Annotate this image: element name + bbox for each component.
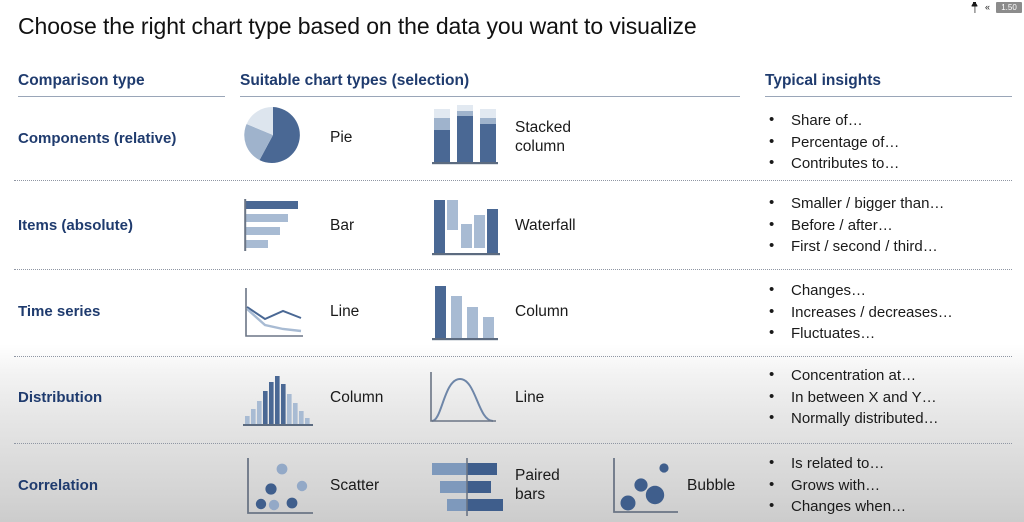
pie-chart-icon: [243, 105, 303, 165]
insights-list-items: Smaller / bigger than… Before / after… F…: [765, 192, 944, 258]
insight-item: Percentage of…: [765, 131, 899, 154]
insight-item: Grows with…: [765, 474, 906, 497]
pin-icon[interactable]: [970, 1, 979, 13]
bar-chart-icon: [243, 198, 305, 254]
chart-name-stacked-column: Stacked column: [515, 119, 572, 155]
column-header-chart-types: Suitable chart types (selection): [240, 72, 740, 97]
chart-name-line-distribution: Line: [515, 389, 545, 406]
bell-curve-chart-icon: [427, 369, 499, 429]
chart-name-column-distribution: Column: [330, 389, 384, 406]
insight-item: Share of…: [765, 109, 899, 132]
insights-list-correlation: Is related to… Grows with… Changes when…: [765, 452, 906, 518]
insight-item: Normally distributed…: [765, 407, 939, 430]
insight-item: Smaller / bigger than…: [765, 192, 944, 215]
insight-item: Fluctuates…: [765, 322, 953, 345]
row-label-distribution: Distribution: [18, 389, 103, 406]
chart-name-bar: Bar: [330, 217, 355, 234]
chart-name-bubble: Bubble: [687, 477, 736, 494]
paired-bars-chart-icon: [428, 458, 506, 516]
insight-item: Changes when…: [765, 495, 906, 518]
row-label-components: Components (relative): [18, 130, 177, 147]
stacked-column-chart-icon: [432, 101, 498, 167]
chart-name-column-timeseries: Column: [515, 303, 569, 320]
chart-name-pie: Pie: [330, 129, 353, 146]
histogram-chart-icon: [243, 371, 313, 429]
insight-item: Concentration at…: [765, 364, 939, 387]
insights-list-components: Share of… Percentage of… Contributes to…: [765, 109, 899, 175]
insights-list-time-series: Changes… Increases / decreases… Fluctuat…: [765, 279, 953, 345]
page-title: Choose the right chart type based on the…: [18, 13, 697, 39]
column-header-comparison-type: Comparison type: [18, 72, 225, 97]
row-separator: [14, 443, 1012, 444]
column-header-typical-insights: Typical insights: [765, 72, 1012, 97]
insight-item: First / second / third…: [765, 235, 944, 258]
row-label-correlation: Correlation: [18, 477, 99, 494]
insight-item: Before / after…: [765, 214, 944, 237]
insight-item: Contributes to…: [765, 152, 899, 175]
insight-item: Is related to…: [765, 452, 906, 475]
chart-name-waterfall: Waterfall: [515, 217, 576, 234]
bubble-chart-icon: [610, 456, 682, 518]
insight-item: In between X and Y…: [765, 386, 939, 409]
video-player-controls[interactable]: « 1.50: [970, 0, 1024, 14]
insight-item: Changes…: [765, 279, 953, 302]
collapse-icon[interactable]: «: [984, 1, 990, 12]
insight-item: Increases / decreases…: [765, 301, 953, 324]
row-label-time-series: Time series: [18, 303, 101, 320]
chart-name-scatter: Scatter: [330, 477, 380, 494]
row-separator: [14, 180, 1012, 181]
chart-name-line: Line: [330, 303, 360, 320]
waterfall-chart-icon: [432, 196, 500, 258]
scatter-chart-icon: [245, 456, 317, 518]
line-chart-icon: [243, 285, 307, 343]
row-separator: [14, 356, 1012, 357]
playback-speed-badge[interactable]: 1.50: [996, 1, 1022, 13]
chart-name-paired-bars: Paired bars: [515, 467, 560, 503]
row-separator: [14, 269, 1012, 270]
insights-list-distribution: Concentration at… In between X and Y… No…: [765, 364, 939, 430]
column-chart-icon: [432, 283, 498, 343]
row-label-items: Items (absolute): [18, 217, 134, 234]
